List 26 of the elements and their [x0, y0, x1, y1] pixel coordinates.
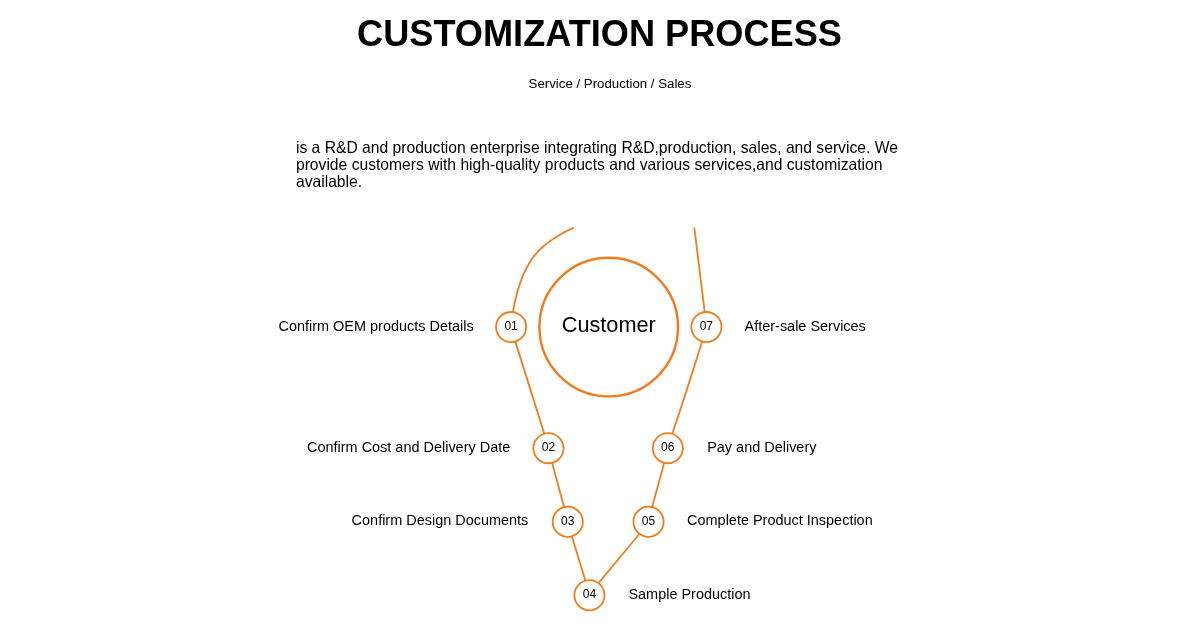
node-label: Pay and Delivery	[707, 438, 817, 455]
node-circle: 07	[690, 311, 723, 344]
connector	[551, 462, 565, 508]
node-label: Complete Product Inspection	[687, 512, 873, 529]
connector	[514, 340, 546, 435]
label: is a R&D and production enterprise integrating R&D,production, sales, and service. We provide customers with high-quality products and various services,and customization available.	[295, 139, 898, 191]
node-label: Confirm Design Documents	[351, 512, 529, 529]
node-label: After-sale Services	[744, 317, 866, 334]
connector	[671, 340, 703, 435]
connector	[512, 226, 575, 313]
connector	[570, 535, 587, 582]
connector	[597, 533, 641, 584]
node-circle: 01	[495, 311, 528, 344]
connector	[693, 226, 706, 313]
node-circle: Customer	[538, 256, 680, 398]
node-label: Confirm OEM products Details	[278, 317, 474, 334]
node-circle: 06	[651, 432, 684, 465]
node-circle: 04	[573, 579, 606, 612]
node-label: Confirm Cost and Delivery Date	[307, 438, 511, 455]
node-label: Sample Production	[628, 585, 751, 602]
node-circle: 05	[632, 505, 665, 538]
node-circle: 02	[532, 432, 565, 465]
node-circle: 03	[551, 505, 584, 538]
label: Service / Production / Sales	[528, 75, 692, 91]
connector	[651, 462, 665, 508]
diagram-title: CUSTOMIZATION PROCESS	[357, 12, 842, 54]
